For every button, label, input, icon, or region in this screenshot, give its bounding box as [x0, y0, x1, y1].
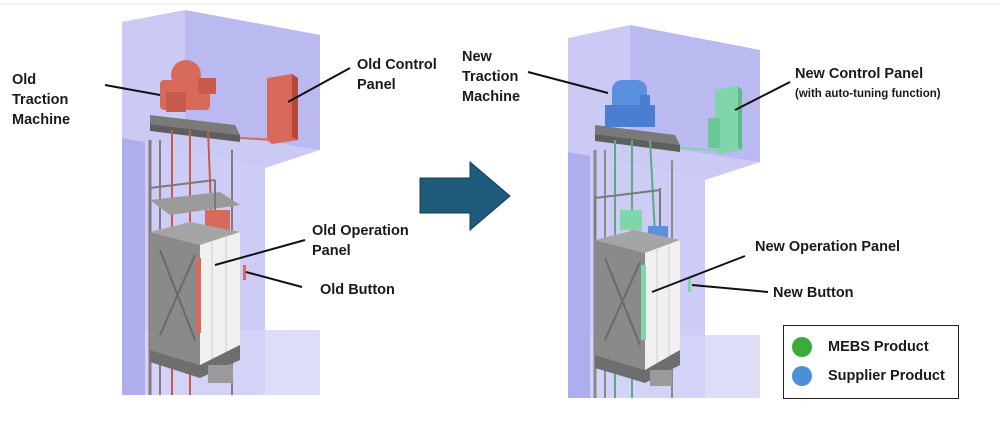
- label-old-control-panel-line1: Old Control: [357, 57, 437, 73]
- label-old-traction-machine-line3: Machine: [12, 112, 71, 128]
- label-new-control-panel-subtitle: (with auto-tuning function): [795, 88, 941, 100]
- label-old-control-panel: Old Control Panel: [357, 55, 437, 95]
- label-new-control-panel-line1: New Control Panel: [795, 66, 924, 82]
- legend: MEBS Product Supplier Product: [783, 325, 959, 399]
- label-new-control-panel: New Control Panel (with auto-tuning func…: [795, 64, 941, 104]
- label-old-control-panel-line2: Panel: [357, 77, 396, 93]
- old-traction-machine-shape: [160, 60, 216, 112]
- label-old-traction-machine: Old Traction Machine: [12, 70, 70, 130]
- old-elevator-equipment: [148, 60, 298, 395]
- label-new-button: New Button: [773, 285, 854, 301]
- leader-lines: [104, 67, 791, 293]
- label-new-traction-machine-line1: New: [462, 49, 492, 65]
- label-old-traction-machine-line1: Old: [12, 72, 37, 88]
- label-old-button: Old Button: [320, 282, 395, 298]
- new-traction-machine-shape: [605, 80, 655, 127]
- label-old-traction-machine-line2: Traction: [12, 92, 69, 108]
- legend-item-mebs: MEBS Product: [792, 336, 929, 358]
- legend-swatch-supplier: [792, 366, 812, 386]
- legend-item-supplier: Supplier Product: [792, 365, 945, 387]
- legend-label-mebs: MEBS Product: [828, 339, 929, 355]
- label-old-operation-panel-line2: Panel: [312, 243, 351, 259]
- label-new-operation-panel: New Operation Panel: [755, 239, 901, 255]
- label-old-operation-panel-line1: Old Operation: [312, 223, 409, 239]
- label-new-traction-machine: New Traction Machine: [462, 47, 520, 107]
- legend-label-supplier: Supplier Product: [828, 368, 945, 384]
- new-elevator-equipment: [593, 80, 742, 398]
- label-new-traction-machine-line2: Traction: [462, 69, 519, 85]
- label-new-traction-machine-line3: Machine: [462, 89, 521, 105]
- legend-swatch-mebs: [792, 337, 812, 357]
- label-old-operation-panel: Old Operation Panel: [312, 221, 409, 261]
- transition-arrow: [419, 160, 511, 232]
